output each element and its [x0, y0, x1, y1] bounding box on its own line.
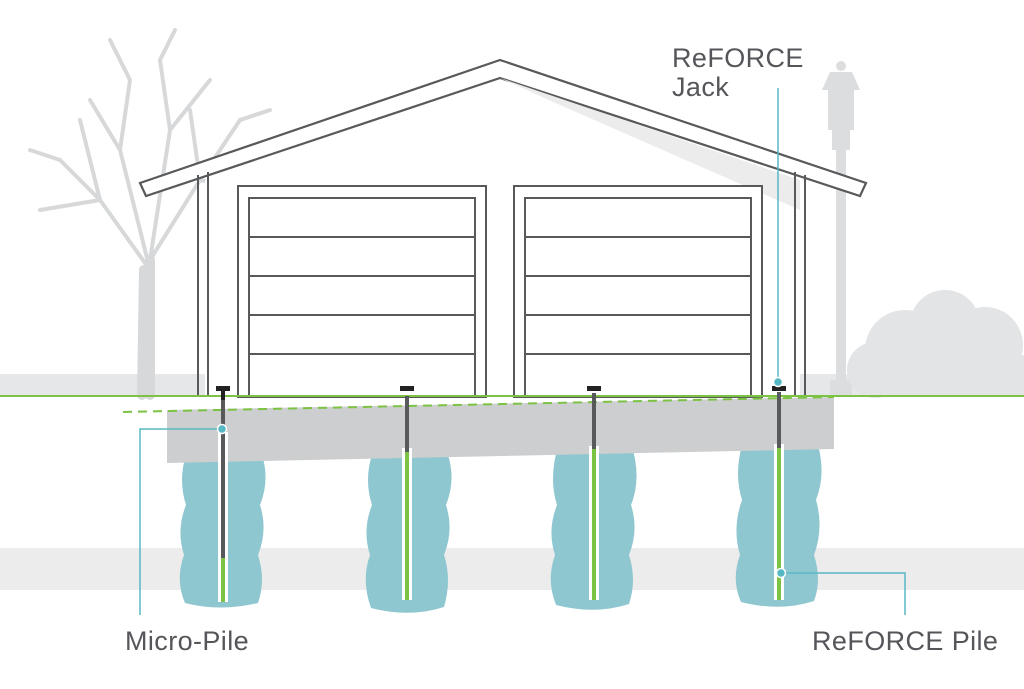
pile-3	[587, 386, 601, 600]
pile-1	[216, 386, 230, 602]
micro-pile-label: Micro-Pile	[125, 626, 250, 656]
reforce-pile-label: ReFORCE Pile	[812, 626, 999, 656]
street-lamp-icon	[822, 61, 860, 395]
reforce-jack-label-line1: ReFORCE	[672, 43, 804, 73]
callout-jack	[772, 88, 784, 388]
concrete-slab	[167, 397, 834, 463]
callout-reforce-pile	[775, 567, 906, 615]
ground-band	[0, 548, 1024, 590]
bush-icon	[847, 290, 1024, 398]
garage-icon	[138, 58, 868, 398]
reforce-jack-label-line2: Jack	[672, 72, 730, 102]
reforce-jack-label: ReFORCE Jack	[672, 44, 804, 102]
original-slab-line	[122, 396, 835, 413]
pile-2	[400, 386, 414, 600]
callout-micro-pile	[139, 423, 228, 615]
pile-4	[772, 386, 786, 600]
